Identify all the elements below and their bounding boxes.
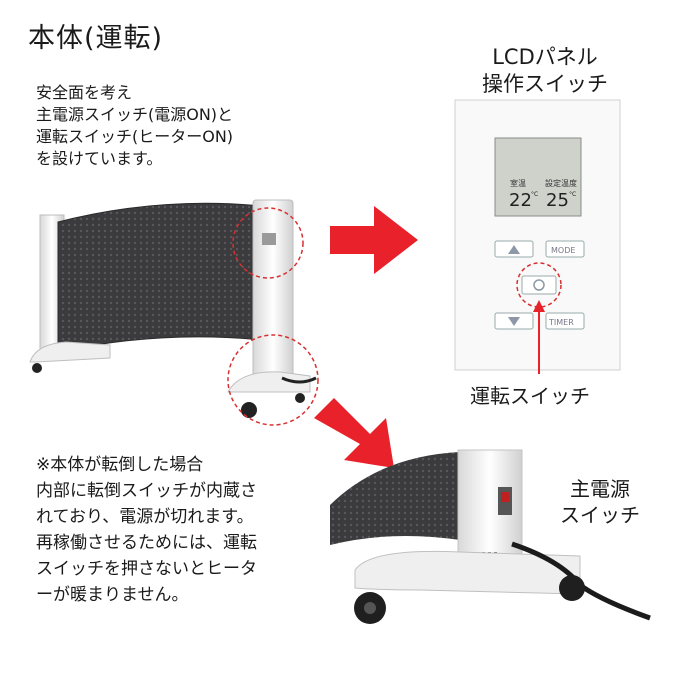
lcd-set-temp: 25 [546,190,569,211]
lcd-unit-right: °C [569,191,576,198]
pointer-arrowhead-icon [533,300,545,312]
highlight-circle-panel [232,207,304,279]
lcd-room-temp: 22 [509,190,532,211]
mode-button[interactable] [545,240,585,258]
lcd-screen [494,137,582,217]
lcd-room-temp-label: 室温 [510,178,526,188]
tipover-note: ※本体が転倒した場合 内部に転倒スイッチが内蔵さ れており、電源が切れます。 再… [36,455,257,605]
run-switch-label: 運転スイッチ [470,384,590,408]
timer-button-label: TIMER [548,318,574,327]
timer-button[interactable] [545,312,585,330]
lcd-control-panel: 室温 設定温度 22 25 °C °C MODE TIMER [454,99,621,371]
mode-button-label: MODE [551,246,575,255]
page-title: 本体(運転) [28,23,164,54]
highlight-circle-run-switch [516,262,562,308]
heater-lcd-display [262,233,276,245]
power-icon [533,279,545,291]
lcd-panel-label: LCDパネル 操作スイッチ [482,45,608,96]
main-power-switch-label: 主電源 スイッチ [560,477,640,527]
run-switch-button[interactable] [521,275,557,295]
arrow-down-right-icon [314,398,394,468]
triangle-up-icon [508,245,520,254]
heater-base-closeup [330,449,651,624]
lcd-unit-left: °C [531,191,538,198]
arrow-right-icon [330,206,418,274]
triangle-down-icon [508,317,520,326]
highlight-circle-base [227,334,319,426]
lcd-set-temp-label: 設定温度 [545,178,577,188]
safety-note: 安全面を考え 主電源スイッチ(電源ON)と 運転スイッチ(ヒーターON) を設け… [36,83,234,168]
heater-unit [29,199,319,426]
